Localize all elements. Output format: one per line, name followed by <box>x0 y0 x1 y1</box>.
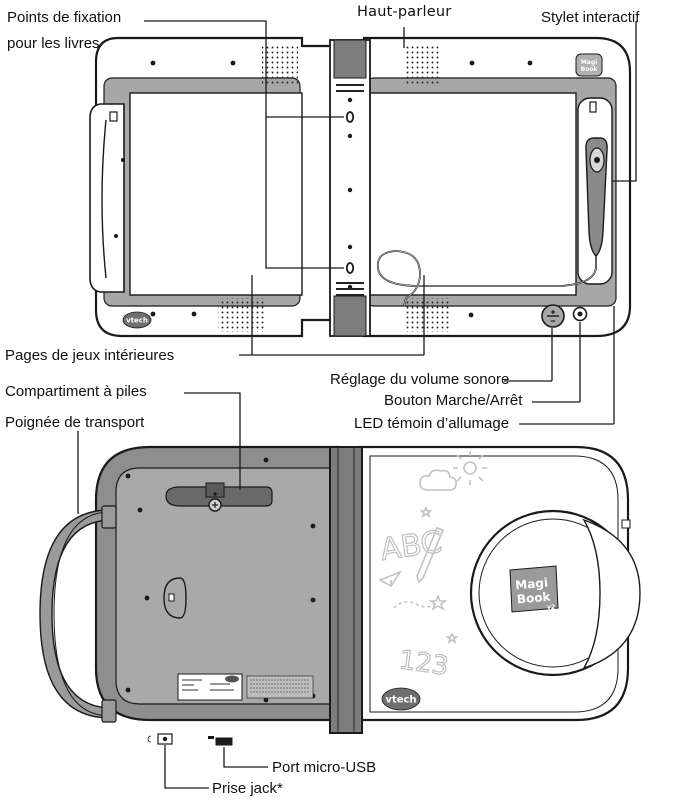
speaker-grille-top-left <box>262 46 298 86</box>
svg-text:Magi: Magi <box>515 576 549 593</box>
label-usb: Port micro-USB <box>272 759 377 776</box>
left-side-handle <box>89 103 125 293</box>
volume-dial-icon <box>541 304 565 328</box>
product-label <box>177 673 314 701</box>
label-handle: Poignée de transport <box>5 414 145 431</box>
label-jack: Prise jack* <box>212 780 283 797</box>
cloud-icon <box>419 469 457 491</box>
battery-compartment <box>165 482 273 512</box>
usb-port-icon <box>208 736 233 746</box>
label-volume: Réglage du volume sonore <box>330 371 510 388</box>
magibook-logo-small: Magi Book <box>575 53 603 77</box>
speaker-grille-top-right <box>404 46 440 86</box>
right-game-page <box>363 92 577 296</box>
sun-icon <box>453 451 487 485</box>
speaker-grille-bottom-left <box>218 298 264 332</box>
stylus-icon <box>585 137 608 270</box>
vtech-logo: vtech <box>381 687 421 711</box>
svg-text:Book: Book <box>516 589 552 606</box>
label-power-led: LED témoin d’allumage <box>354 415 510 432</box>
hinge <box>329 446 363 734</box>
svg-text:vtech: vtech <box>126 317 148 325</box>
svg-text:vtech: vtech <box>385 695 416 706</box>
label-book-attach-line1: Points de fixation <box>7 9 122 26</box>
carry-handle <box>39 505 117 723</box>
open-device: Magi Book vtech <box>89 36 632 338</box>
closed-device: ABC 123 Magi Book v2 <box>39 445 641 746</box>
label-stylus: Stylet interactif <box>541 9 640 26</box>
label-speaker: Haut-parleur <box>357 4 452 20</box>
label-book-attach-line2: pour les livres <box>7 35 100 52</box>
svg-text:Book: Book <box>581 66 599 73</box>
magibook-logo: Magi Book v2 <box>509 565 559 613</box>
leader-lines <box>77 20 637 789</box>
label-power-button: Bouton Marche/Arrêt <box>384 392 523 409</box>
svg-text:v2: v2 <box>547 604 555 611</box>
paper-plane-icon <box>378 570 403 588</box>
label-inner-pages: Pages de jeux intérieures <box>5 347 175 364</box>
vtech-logo-small: vtech <box>122 311 152 329</box>
cover-art: ABC 123 <box>378 451 487 682</box>
svg-text:Magi: Magi <box>581 59 597 66</box>
speaker-grille-bottom-right <box>404 298 450 332</box>
label-battery: Compartiment à piles <box>5 383 147 400</box>
power-button-icon <box>572 306 588 322</box>
jack-port-icon <box>147 733 173 745</box>
left-game-page <box>129 92 303 296</box>
pencil-icon <box>416 527 445 584</box>
star-icon <box>428 593 448 611</box>
